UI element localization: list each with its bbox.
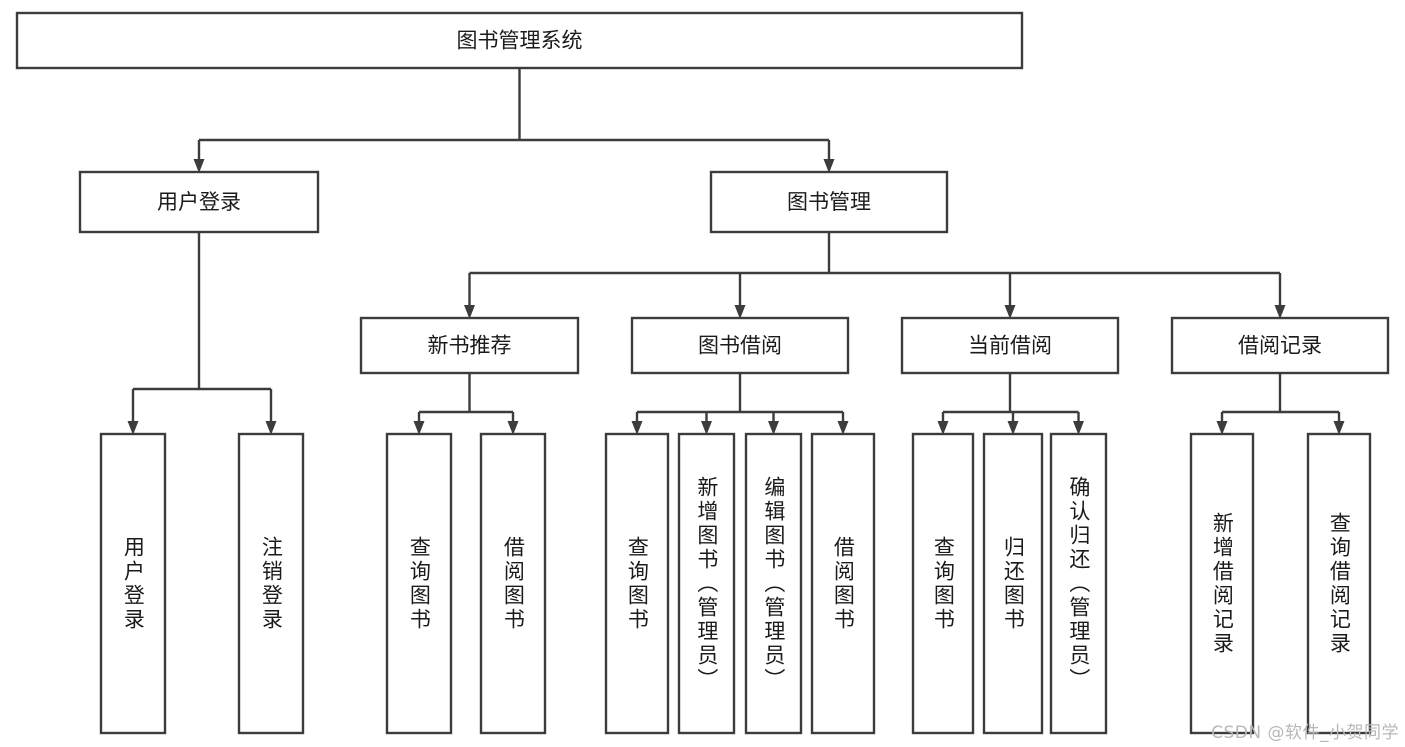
node-box-leaf-borrow-book-1[interactable] xyxy=(479,432,547,735)
node-box-book-manage[interactable] xyxy=(709,170,949,234)
node-label-book-borrow: 图书借阅 xyxy=(698,334,782,358)
node-box-leaf-user-login[interactable] xyxy=(99,432,167,735)
arrow-head-leaf-query-book-3 xyxy=(937,421,949,435)
arrow-head-new-book-rec xyxy=(464,305,475,319)
arrow-head-leaf-borrow-book-1 xyxy=(507,421,519,435)
node-box-borrow-record[interactable] xyxy=(1170,316,1390,375)
arrow-head-user-login xyxy=(193,159,205,173)
arrow-head-book-borrow xyxy=(734,305,746,319)
arrow-head-leaf-query-book-1 xyxy=(413,421,425,435)
arrow-head-leaf-logout xyxy=(265,421,277,435)
node-box-leaf-query-book-3[interactable] xyxy=(911,432,975,735)
node-box-leaf-query-book-1[interactable] xyxy=(385,432,453,735)
arrow-head-leaf-user-login xyxy=(127,421,139,435)
node-box-leaf-return-book[interactable] xyxy=(982,432,1044,735)
csdn-watermark: CSDN @软件_小贺同学 xyxy=(1211,723,1399,743)
arrow-head-leaf-return-book xyxy=(1007,421,1019,435)
connector-layer xyxy=(127,68,1345,435)
arrow-head-leaf-edit-book xyxy=(768,421,779,435)
node-label-new-book-rec: 新书推荐 xyxy=(428,334,512,358)
node-box-leaf-add-book[interactable] xyxy=(677,432,736,735)
arrow-head-leaf-add-record xyxy=(1216,421,1228,435)
node-box-new-book-rec[interactable] xyxy=(359,316,580,375)
arrow-head-leaf-add-book xyxy=(701,421,712,435)
arrow-head-leaf-query-book-2 xyxy=(631,421,643,435)
node-label-user-login: 用户登录 xyxy=(157,190,241,214)
node-box-layer xyxy=(15,11,1390,735)
arrow-head-leaf-query-record xyxy=(1333,421,1345,435)
node-box-leaf-confirm-return[interactable] xyxy=(1049,432,1108,735)
node-box-user-login[interactable] xyxy=(78,170,320,234)
arrow-head-leaf-confirm-return xyxy=(1073,421,1084,435)
node-label-borrow-record: 借阅记录 xyxy=(1238,334,1322,358)
node-box-leaf-query-book-2[interactable] xyxy=(604,432,670,735)
node-box-leaf-borrow-book-2[interactable] xyxy=(810,432,876,735)
node-box-book-borrow[interactable] xyxy=(630,316,850,375)
arrow-head-book-manage xyxy=(823,159,835,173)
node-label-root: 图书管理系统 xyxy=(457,29,583,53)
node-box-leaf-add-record[interactable] xyxy=(1189,432,1255,735)
node-box-leaf-query-record[interactable] xyxy=(1306,432,1372,735)
arrow-head-current-borrow xyxy=(1004,305,1016,319)
node-box-root[interactable] xyxy=(15,11,1024,70)
node-label-current-borrow: 当前借阅 xyxy=(968,334,1052,358)
node-box-leaf-edit-book[interactable] xyxy=(744,432,803,735)
arrow-head-leaf-borrow-book-2 xyxy=(837,421,849,435)
node-label-book-manage: 图书管理 xyxy=(787,190,871,214)
arrow-head-borrow-record xyxy=(1274,305,1286,319)
node-box-leaf-logout[interactable] xyxy=(237,432,305,735)
node-box-current-borrow[interactable] xyxy=(900,316,1120,375)
